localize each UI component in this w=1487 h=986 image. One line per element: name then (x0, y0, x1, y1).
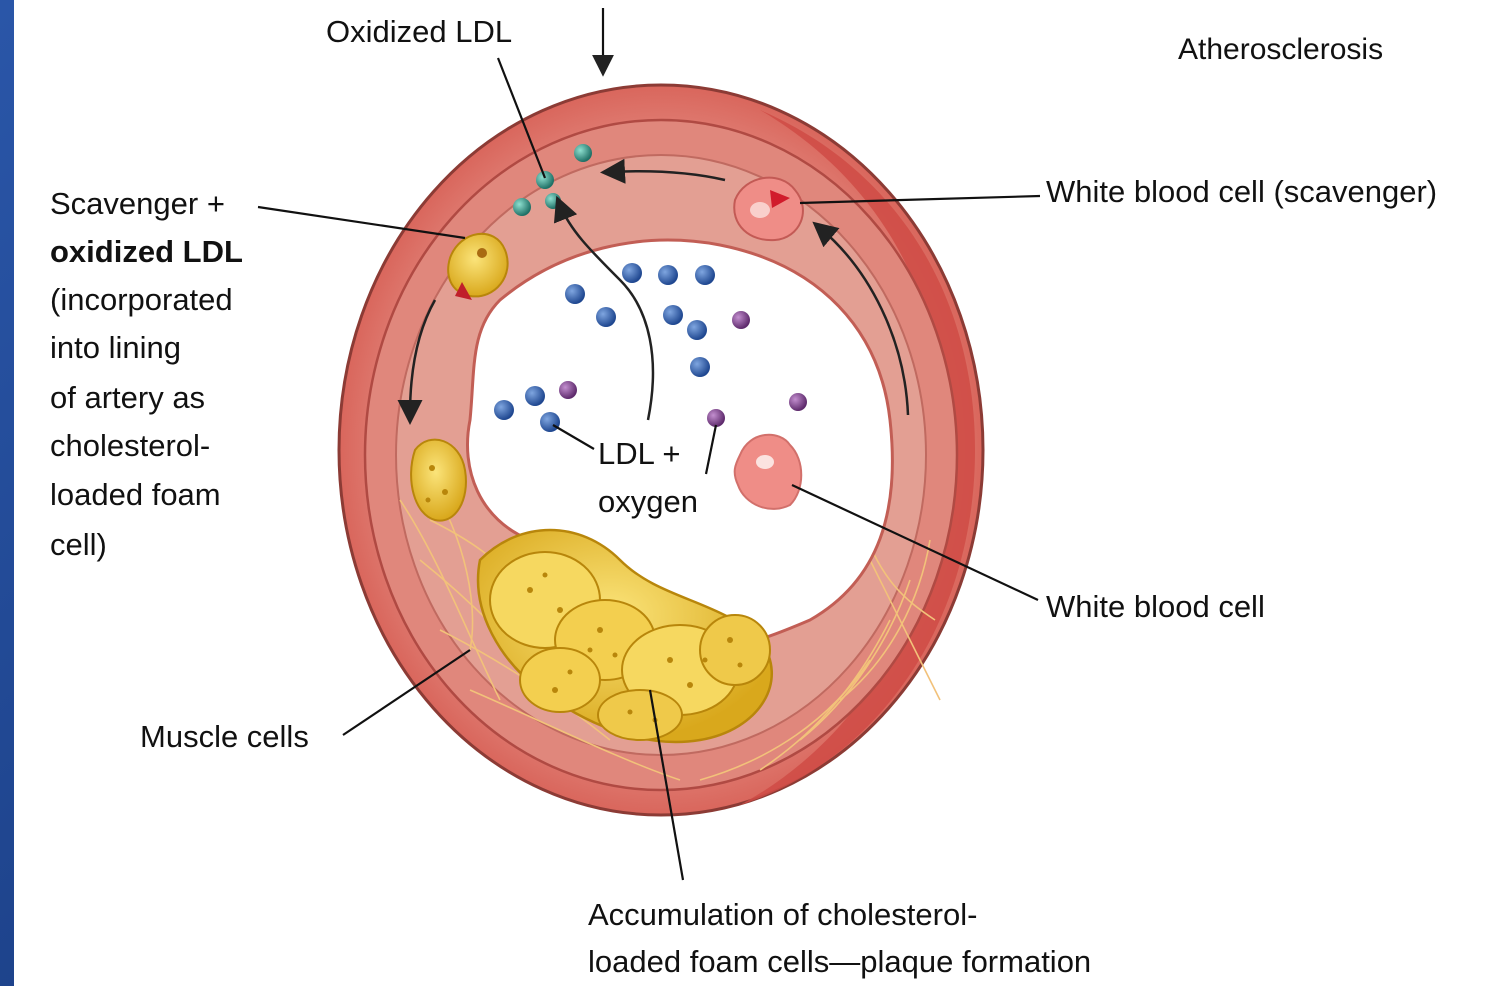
foam-cell-left (411, 440, 466, 521)
label-ldl: LDL + (598, 436, 680, 471)
label-scavenger-line-4: into lining (50, 330, 181, 365)
label-accumulation-line-2: loaded foam cells—plaque formation (588, 944, 1091, 979)
label-scavenger-line-6: cholesterol- (50, 428, 210, 463)
label-scavenger-line-3: (incorporated (50, 282, 233, 317)
label-oxygen: oxygen (598, 484, 698, 519)
label-scavenger-line-1: Scavenger + (50, 186, 225, 221)
label-oxidized-ldl: Oxidized LDL (326, 14, 512, 49)
label-scavenger-line-5: of artery as (50, 380, 205, 415)
label-accumulation-line-1: Accumulation of cholesterol- (588, 897, 977, 932)
white-blood-cell-scavenger (734, 178, 803, 241)
label-scavenger-line-2: oxidized LDL (50, 234, 243, 269)
label-scavenger-line-7: loaded foam (50, 477, 221, 512)
label-scavenger-line-8: cell) (50, 527, 107, 562)
label-white-blood-cell: White blood cell (1046, 589, 1265, 624)
white-blood-cell (735, 435, 802, 509)
label-muscle-cells: Muscle cells (140, 719, 309, 754)
diagram-title: Atherosclerosis (1178, 33, 1383, 66)
label-white-blood-cell-scavenger: White blood cell (scavenger) (1046, 174, 1437, 209)
